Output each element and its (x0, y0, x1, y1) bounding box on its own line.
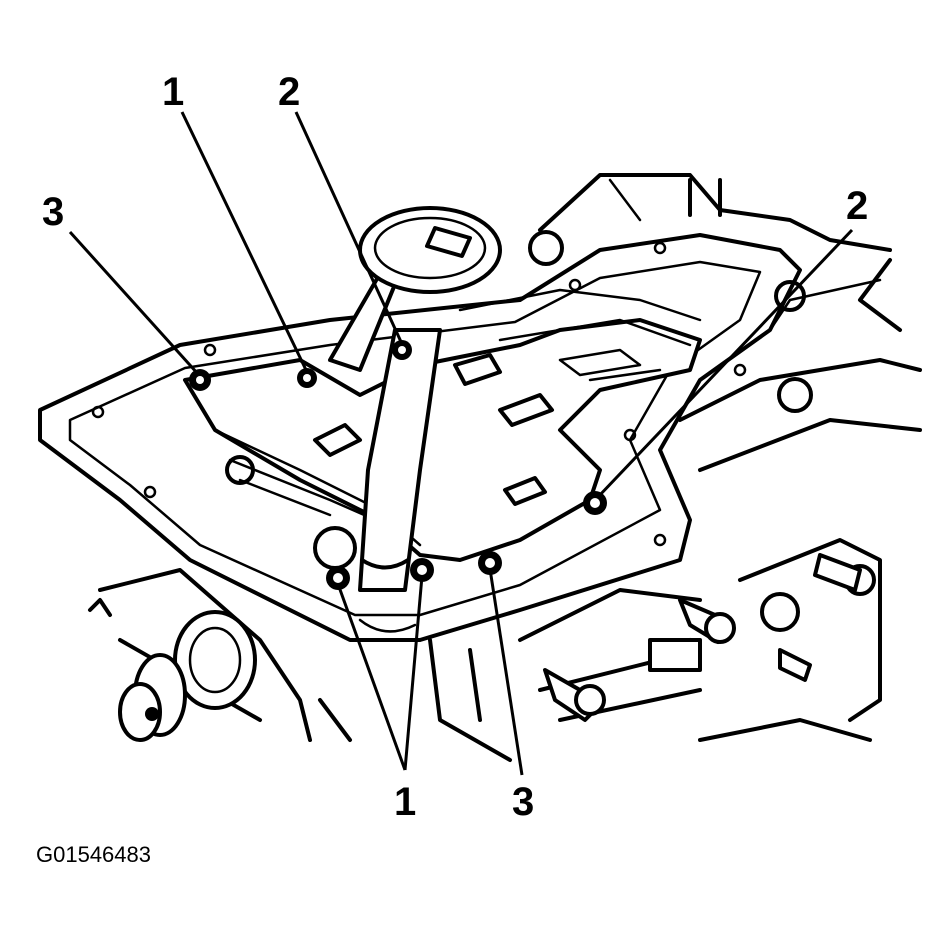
callout-bolts (189, 340, 607, 590)
engine-block-outline (538, 173, 922, 742)
callout-2-top: 2 (278, 70, 301, 114)
figure-id-label: G01546483 (36, 842, 151, 867)
callout-leaders (68, 111, 854, 776)
side-fasteners (543, 553, 876, 722)
callout-3-bottom: 3 (512, 780, 535, 824)
crankshaft-pulley (88, 598, 257, 742)
oil-pickup-tube (328, 206, 502, 633)
callout-2-right: 2 (846, 184, 869, 228)
callout-1-bottom: 1 (394, 780, 417, 824)
callout-3-left: 3 (42, 190, 65, 234)
callout-1-top: 1 (162, 70, 185, 114)
